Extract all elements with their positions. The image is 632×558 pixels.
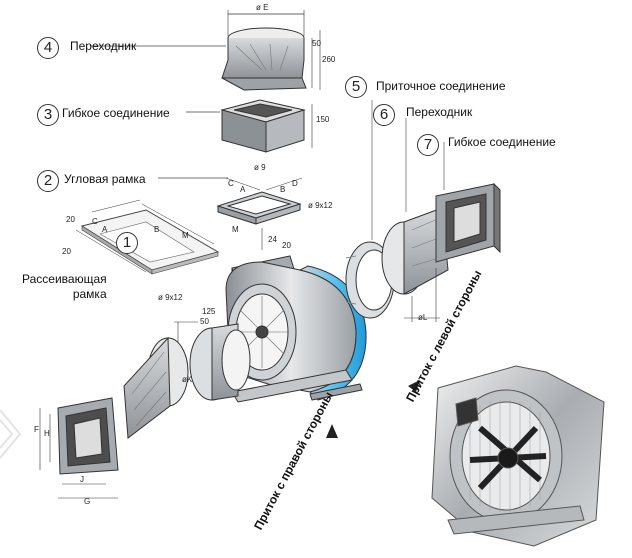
part-number-7: 7 [417, 134, 439, 156]
dim-d9: ø 9 [254, 163, 266, 172]
dim-l: øL [418, 313, 428, 322]
part-4-adapter [90, 10, 321, 91]
part-number-6: 6 [373, 104, 395, 126]
label-flexible-right: Гибкое соединение [448, 135, 556, 149]
fan-housing [225, 255, 367, 403]
dim-260: 260 [322, 55, 336, 64]
part-number-4: 4 [37, 37, 59, 59]
label-diffuser-line2: рамка [72, 287, 107, 301]
dim-50-ring: 50 [200, 317, 209, 326]
dim-m-diffuser: M [182, 231, 189, 240]
dim-k: øK [182, 375, 193, 384]
part-7-flexible-right [435, 142, 501, 263]
dim-a-corner: A [240, 185, 246, 194]
label-adapter-right: Переходник [406, 105, 473, 119]
dim-h: H [44, 429, 50, 438]
dim-150: 150 [316, 115, 330, 124]
label-diffuser-frame: Рассеивающая рамка [22, 273, 107, 300]
label-corner-frame: Угловая рамка [64, 172, 146, 186]
dim-g: G [84, 497, 91, 506]
part-number-3: 3 [37, 104, 59, 126]
dim-50-top: 50 [312, 39, 321, 48]
dim-d9x12-diffuser: ø 9x12 [158, 293, 183, 302]
label-diffuser-line1: Рассеивающая [22, 272, 107, 286]
part-2-corner-frame [158, 177, 303, 250]
dim-24-corner: 24 [268, 235, 277, 244]
dim-d-corner: D [292, 179, 298, 188]
label-flexible-connection: Гибкое соединение [62, 106, 170, 120]
left-flexible-connection [39, 397, 119, 499]
dim-20-c: 20 [282, 241, 291, 250]
dim-j: J [80, 475, 84, 484]
part-number-2: 2 [37, 170, 59, 192]
dim-a-diffuser: A [102, 225, 108, 234]
dim-b-diffuser: B [154, 225, 160, 234]
dim-125: 125 [202, 307, 216, 316]
dim-d9x12-corner: ø 9x12 [308, 201, 333, 210]
dim-b-corner: B [280, 185, 286, 194]
left-inlet-ring [174, 321, 251, 401]
dim-c-diffuser: C [92, 217, 98, 226]
dim-m-corner: M [232, 225, 239, 234]
watermark-arcs [0, 409, 22, 459]
dim-20-a: 20 [66, 215, 75, 224]
dim-f: F [34, 425, 39, 434]
part-1-diffuser-frame [75, 199, 220, 275]
dim-20-b: 20 [62, 247, 71, 256]
label-adapter-top: Переходник [70, 39, 137, 53]
dim-c-corner: C [228, 179, 234, 188]
part-3-flexible-connection [186, 99, 313, 153]
fan-photo [431, 365, 605, 547]
dim-e: ø E [256, 3, 269, 12]
part-5-supply-ring [345, 100, 395, 319]
label-supply-connection: Приточное соединение [376, 79, 506, 93]
flow-arrows [326, 380, 420, 438]
left-adapter [123, 336, 189, 439]
part-number-5: 5 [345, 76, 367, 98]
part-number-1: 1 [116, 232, 138, 254]
